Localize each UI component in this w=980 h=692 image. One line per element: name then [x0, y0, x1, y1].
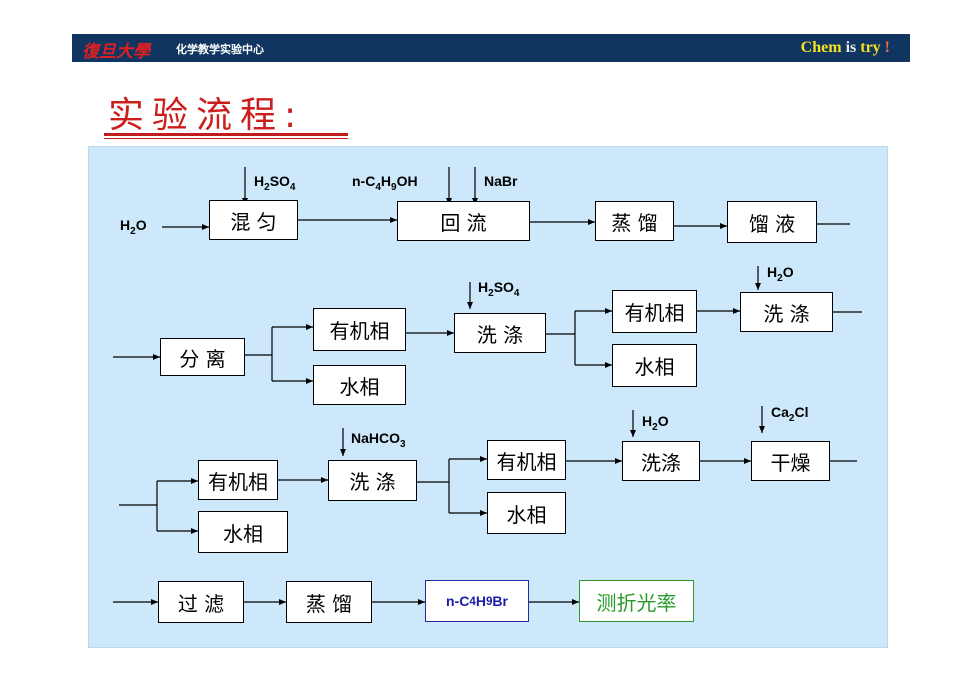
step-wash-2-r3: 洗涤 — [622, 441, 700, 481]
r-h2so4b-a: H — [478, 279, 489, 295]
reagent-h2o-2: H2O — [767, 264, 794, 284]
reagent-nahco3: NaHCO3 — [351, 430, 406, 450]
center-name: 化学教学实验中心 — [176, 43, 264, 56]
r-h2o2-s: 2 — [777, 272, 783, 284]
product-mid: H — [475, 593, 486, 609]
r-bu-s1: 4 — [375, 181, 381, 193]
university-logo: 復旦大學 — [82, 42, 150, 62]
r-h2o3-s: 2 — [652, 421, 658, 433]
r-h2so4b-b: SO — [493, 279, 514, 295]
phase-aqueous: 水相 — [313, 365, 406, 405]
r-h2so4b-s1: 2 — [488, 287, 494, 299]
step-reflux: 回 流 — [397, 201, 530, 241]
step-distillate: 馏 液 — [727, 201, 817, 243]
r-bu-c: OH — [396, 173, 418, 189]
step-separate: 分 离 — [160, 338, 245, 376]
r-bu-s2: 9 — [391, 181, 397, 193]
r-nahco3-s: 3 — [400, 438, 406, 450]
phase-organic-2-r3: 有机相 — [487, 440, 566, 480]
motto-exclaim: ! — [880, 39, 890, 56]
motto-is: is — [841, 39, 861, 56]
reagent-ca2cl: Ca2Cl — [771, 404, 808, 424]
product-sub2: 9 — [485, 594, 493, 608]
step-distill-final: 蒸 馏 — [286, 581, 372, 623]
r-h2o2-a: H — [767, 264, 778, 280]
phase-aqueous-r3: 水相 — [198, 511, 288, 553]
phase-organic-2: 有机相 — [612, 290, 697, 333]
r-ca2cl-b: Cl — [794, 404, 809, 420]
product-prefix: n-C — [446, 593, 470, 609]
phase-organic-r3: 有机相 — [198, 460, 278, 500]
product-sub1: 4 — [469, 594, 476, 608]
reagent-h2so4-2: H2SO4 — [478, 279, 519, 299]
r-ca2cl-a: Ca — [771, 404, 789, 420]
step-dry: 干燥 — [751, 441, 830, 481]
step-wash-2: 洗 涤 — [740, 292, 833, 332]
r-h2so4-b: SO — [269, 173, 290, 189]
r-h2o3-a: H — [642, 413, 653, 429]
r-h2o-b: O — [135, 217, 147, 233]
r-h2so4-s2: 4 — [289, 181, 296, 193]
r-h2so4b-s2: 4 — [513, 287, 520, 299]
step-measure-refractive-index: 测折光率 — [579, 580, 694, 622]
step-distill: 蒸 馏 — [595, 201, 674, 241]
title-underline-thin — [104, 138, 348, 139]
page-title: 实验流程: — [108, 95, 305, 136]
motto-try: try — [860, 39, 881, 56]
phase-organic: 有机相 — [313, 308, 406, 351]
reagent-h2o-start: H2O — [120, 217, 147, 237]
r-bu-b: H — [380, 173, 392, 189]
step-wash-r3: 洗 涤 — [328, 460, 417, 501]
step-filter: 过 滤 — [158, 581, 244, 623]
title-underline — [104, 133, 348, 136]
motto-chem: Chem — [800, 39, 842, 56]
step-mix: 混 匀 — [209, 200, 298, 240]
reagent-h2so4-1: H2SO4 — [254, 173, 295, 193]
r-h2so4-a: H — [254, 173, 265, 189]
phase-aqueous-2: 水相 — [612, 344, 697, 387]
header-bar: 復旦大學 化学教学实验中心 Chem is try ! — [72, 34, 910, 62]
r-h2o3-b: O — [657, 413, 669, 429]
r-h2so4-s1: 2 — [264, 181, 270, 193]
motto: Chem is try ! — [801, 39, 890, 57]
product-suffix: Br — [492, 593, 508, 609]
reagent-h2o-3: H2O — [642, 413, 669, 433]
reagent-nabr: NaBr — [484, 173, 518, 189]
r-ca2cl-s: 2 — [788, 412, 795, 424]
r-h2o-a: H — [120, 217, 131, 233]
r-h2o-s: 2 — [130, 225, 136, 237]
r-bu-a: n-C — [352, 173, 376, 189]
r-h2o2-b: O — [782, 264, 794, 280]
r-nahco3-a: NaHCO — [351, 430, 401, 446]
step-wash: 洗 涤 — [454, 313, 546, 353]
reagent-n-butanol: n-C4H9OH — [352, 173, 418, 193]
phase-aqueous-2-r3: 水相 — [487, 492, 566, 534]
